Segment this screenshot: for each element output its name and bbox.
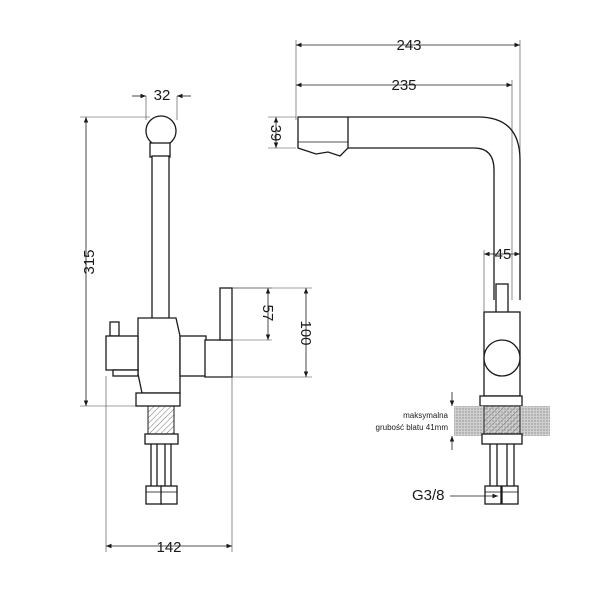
dim-spout-height: 39 (267, 116, 296, 149)
faucet-side-profile (105, 115, 233, 505)
dim-base-width: 142 (105, 376, 233, 556)
dim-total-height: 315 (80, 116, 150, 407)
dim-body-height: 100 (206, 287, 314, 378)
dim-label-39: 39 (267, 125, 284, 142)
dim-label-32: 32 (154, 87, 171, 104)
front-view: 243 235 39 (267, 37, 550, 505)
note-line-1: maksymalna (403, 411, 448, 420)
thread-label-group: G3/8 (412, 487, 498, 504)
dim-label-142: 142 (156, 539, 181, 556)
dim-label-235: 235 (391, 77, 416, 94)
faucet-front-profile (297, 116, 550, 505)
side-view: 32 315 (80, 87, 314, 556)
dim-label-315: 315 (81, 249, 98, 274)
countertop-thickness-note: maksymalna grubość blatu 41mm (376, 392, 455, 450)
dim-label-45: 45 (495, 246, 512, 263)
dim-reach-inner: 235 (296, 77, 513, 300)
dim-handle-height: 57 (232, 287, 276, 341)
dim-top-width: 32 (132, 87, 191, 120)
dim-label-243: 243 (396, 37, 421, 54)
thread-label: G3/8 (412, 487, 445, 504)
dim-body-width: 45 (483, 246, 520, 312)
dim-label-57: 57 (259, 305, 276, 322)
dim-label-100: 100 (297, 320, 314, 345)
note-line-2: grubość blatu 41mm (376, 423, 449, 432)
